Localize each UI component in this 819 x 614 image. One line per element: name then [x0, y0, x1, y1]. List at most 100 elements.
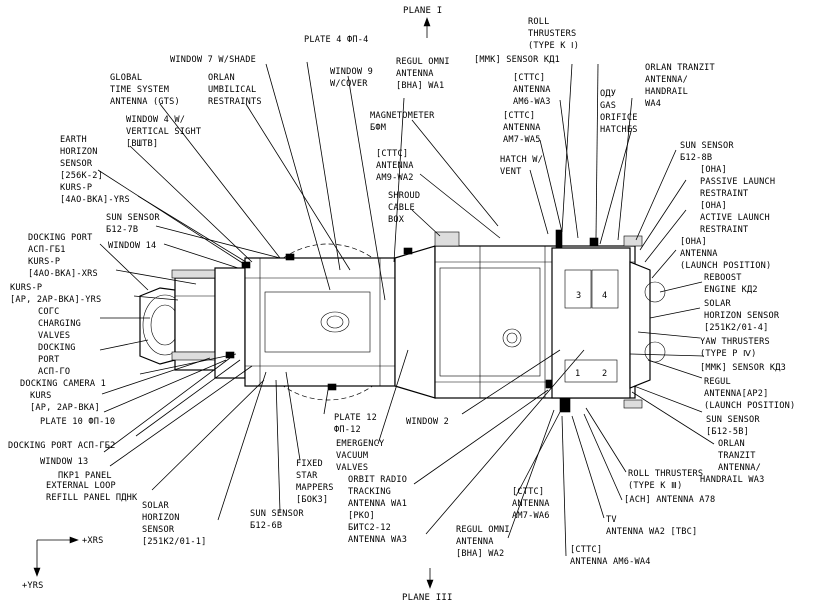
svg-text:[АР, 2АР-ВКА]-YRS: [АР, 2АР-ВКА]-YRS — [10, 295, 101, 305]
svg-text:CHARGING: CHARGING — [38, 319, 81, 329]
svg-text:GAS: GAS — [600, 101, 616, 111]
label-solar-horizon-top: SOLAR HORIZON SENSOR [251K2/01-4] — [704, 299, 780, 333]
leader-line — [461, 349, 561, 415]
label-bitc2-antenna: БИТС2-12 ANTENNA WA3 — [348, 523, 407, 545]
label-yaw-thrusters: YAW THRUSTERS (TYPE P Ⅳ) — [700, 337, 770, 359]
svg-text:VALVES: VALVES — [336, 463, 368, 473]
label-ona-antenna: [ОНА] ANTENNA (LAUNCH POSITION) — [680, 237, 771, 271]
svg-text:ACTIVE LAUNCH: ACTIVE LAUNCH — [700, 213, 770, 223]
svg-text:HORIZON SENSOR: HORIZON SENSOR — [704, 311, 780, 321]
leader-line — [159, 103, 281, 259]
leader-line — [217, 371, 267, 521]
label-ona-active: [ОНА] ACTIVE LAUNCH RESTRAINT — [700, 201, 770, 235]
svg-text:TIME SYSTEM: TIME SYSTEM — [110, 85, 169, 95]
svg-text:(TYPE K Ⅲ): (TYPE K Ⅲ) — [628, 481, 683, 491]
leader-line — [109, 365, 253, 467]
label-docking-port-gb2: DOCKING PORT АСП-ГБ2 — [8, 441, 115, 451]
svg-text:THRUSTERS: THRUSTERS — [528, 29, 576, 39]
svg-text:RESTRAINTS: RESTRAINTS — [208, 97, 262, 107]
leader-line — [419, 173, 501, 239]
svg-text:REGUL: REGUL — [704, 377, 731, 387]
svg-text:SUN SENSOR: SUN SENSOR — [250, 509, 304, 519]
svg-text:ANTENNA[АР2]: ANTENNA[АР2] — [704, 389, 769, 399]
leader-line — [644, 209, 687, 263]
svg-text:[ОНА]: [ОНА] — [700, 201, 727, 211]
label-docking-port-gb1: DOCKING PORT АСП-ГБ1 — [28, 233, 92, 255]
svg-text:SUN SENSOR: SUN SENSOR — [706, 415, 760, 425]
svg-text:Б12-6В: Б12-6В — [250, 521, 282, 531]
svg-text:STAR: STAR — [296, 471, 318, 481]
svg-text:WINDOW 9: WINDOW 9 — [330, 67, 373, 77]
svg-text:ORBIT RADIO: ORBIT RADIO — [348, 475, 407, 485]
sensor-mark — [327, 383, 337, 391]
svg-text:KURS-P: KURS-P — [10, 283, 42, 293]
svg-text:[СТТС]: [СТТС] — [512, 487, 544, 497]
label-kurs-p-x: KURS-P [4АО-ВКА]-XRS — [28, 257, 98, 279]
leader-line — [155, 225, 281, 259]
svg-text:BOX: BOX — [388, 215, 405, 225]
svg-text:ОДУ: ОДУ — [600, 89, 616, 99]
svg-text:TRANZIT: TRANZIT — [718, 451, 756, 461]
svg-text:[251K2/01-4]: [251K2/01-4] — [704, 323, 769, 333]
leader-line — [306, 61, 341, 271]
leader-line — [425, 349, 585, 535]
module-mark: 3 — [576, 291, 581, 301]
module-mark: 1 — [575, 369, 580, 379]
window-2-port-inner — [506, 332, 518, 344]
svg-text:(TYPE K Ⅰ): (TYPE K Ⅰ) — [528, 41, 579, 51]
conical-section — [394, 245, 436, 399]
leader-line — [99, 339, 149, 351]
window-2-port — [502, 328, 522, 348]
label-sttc-am7-wa5: [СТТС] ANTENNA AM7-WA5 — [503, 111, 541, 145]
sensor-mark — [545, 379, 553, 389]
sensor-mark — [589, 237, 599, 247]
svg-text:RESTRAINT: RESTRAINT — [700, 225, 748, 235]
label-sttc-am7-wa6: [СТТС] ANTENNA AM7-WA6 — [512, 487, 550, 521]
leader-line — [133, 295, 179, 301]
label-ach-antenna-a78: [АСН] ANTENNA A78 — [624, 495, 715, 505]
svg-text:ANTENNA: ANTENNA — [376, 161, 414, 171]
label-solar-horizon-bottom: SOLAR HORIZON SENSOR [251K2/01-1] — [142, 501, 206, 547]
label-regul-antenna-ap2: REGUL ANTENNA[АР2] (LAUNCH POSITION) — [704, 377, 795, 411]
label-earth-horizon-sensor: EARTH HORIZON SENSOR [256K-2] — [60, 135, 103, 181]
label-window-4: WINDOW 4 W/ VERTICAL SIGHT [ВШТВ] — [126, 115, 201, 149]
label-regul-omni-top: REGUL OMNI ANTENNA [ВНА] WA1 — [396, 57, 450, 91]
sensor-mark — [403, 247, 413, 255]
svg-text:ANTENNA: ANTENNA — [456, 537, 494, 547]
leader-line — [639, 179, 687, 251]
svg-text:ANTENNA AM6-WA4: ANTENNA AM6-WA4 — [570, 557, 651, 567]
leader-line — [103, 357, 231, 453]
arrowhead-up-icon — [423, 17, 431, 27]
svg-text:ANTENNA: ANTENNA — [512, 499, 550, 509]
label-window-14: WINDOW 14 — [108, 241, 156, 251]
label-sun-sensor-b12-5b: SUN SENSOR [Б12-5В] — [706, 415, 760, 437]
label-reboost-engine: REBOOST ENGINE КД2 — [704, 273, 758, 295]
leader-lines — [97, 61, 715, 557]
svg-text:ORLAN: ORLAN — [718, 439, 745, 449]
leader-line — [637, 331, 701, 339]
label-orlan-tranzit-top: ORLAN TRANZIT ANTENNA/ HANDRAIL WA4 — [645, 63, 715, 109]
svg-text:YAW THRUSTERS: YAW THRUSTERS — [700, 337, 770, 347]
label-magnetometer: MAGNETOMETER БФМ — [370, 111, 435, 133]
svg-text:GLOBAL: GLOBAL — [110, 73, 142, 83]
svg-text:HATCH W/: HATCH W/ — [500, 155, 543, 165]
label-orbit-radio-tracking: ORBIT RADIO TRACKING ANTENNA WA1 [РКО] — [348, 475, 407, 521]
svg-text:[ВШТВ]: [ВШТВ] — [126, 139, 158, 149]
svg-text:[АР, 2АР-ВКА]: [АР, 2АР-ВКА] — [30, 403, 100, 413]
svg-text:[ВНА] WA2: [ВНА] WA2 — [456, 549, 504, 559]
svg-text:TRACKING: TRACKING — [348, 487, 391, 497]
y-axis-label: +YRS — [22, 581, 44, 591]
leader-line — [617, 97, 633, 241]
leader-line — [245, 103, 351, 271]
label-shroud-cable-box: SHROUD CABLE BOX — [388, 191, 420, 225]
module-mark: 4 — [602, 291, 607, 301]
svg-text:MAPPERS: MAPPERS — [296, 483, 334, 493]
leader-line — [561, 63, 573, 233]
label-external-loop-panel: EXTERNAL LOOP REFILL PANEL ПДНК — [46, 481, 138, 503]
leader-line — [285, 371, 301, 461]
leader-line — [101, 357, 211, 395]
svg-text:VALVES: VALVES — [38, 331, 70, 341]
label-window-7: WINDOW 7 W/SHADE — [170, 55, 256, 65]
